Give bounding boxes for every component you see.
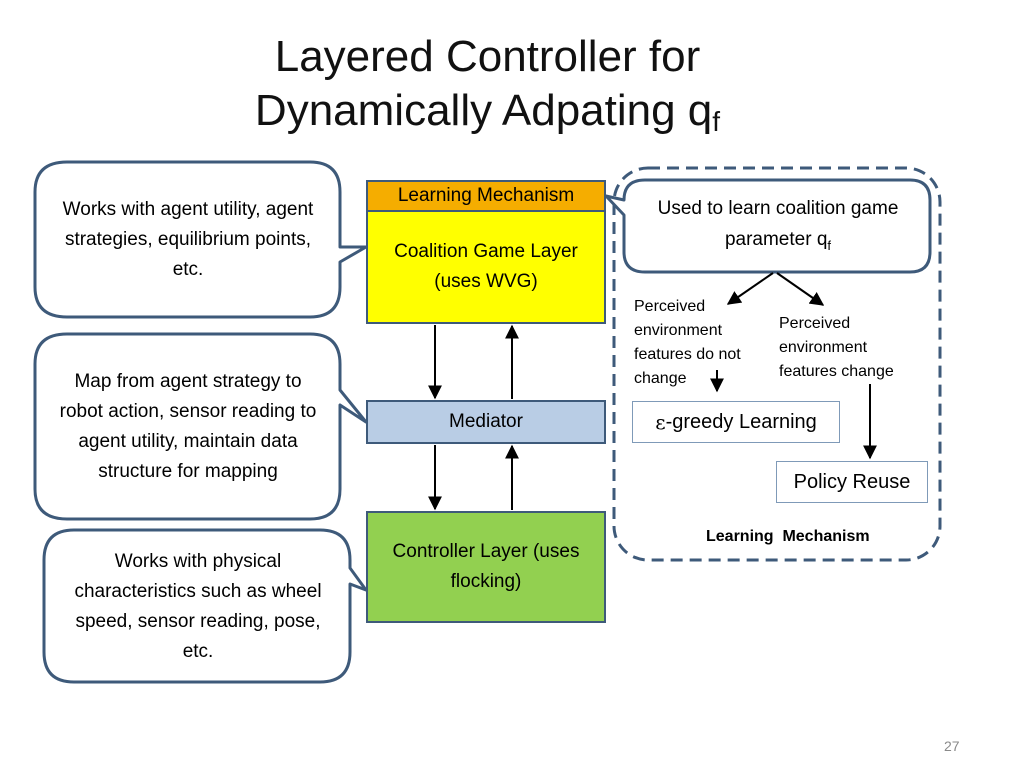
- page-number: 27: [944, 738, 960, 754]
- policy-reuse-box: Policy Reuse: [776, 461, 928, 503]
- coalition-game-layer-label: Coalition Game Layer (uses WVG): [394, 241, 578, 292]
- bubble-agent-utility-text: Works with agent utility, agent strategi…: [62, 199, 314, 280]
- learning-panel-dashed-border: [612, 166, 942, 562]
- mediator-layer-label: Mediator: [449, 411, 523, 432]
- callout-subscript: f: [827, 237, 832, 253]
- bubble-physical: Works with physical characteristics such…: [50, 534, 346, 679]
- bubble-agent-utility: Works with agent utility, agent strategi…: [40, 166, 336, 314]
- arrow-branch-left: [726, 272, 774, 305]
- callout-bubble-shape: [604, 178, 932, 274]
- learning-mechanism-caption: Learning Mechanism: [706, 528, 870, 545]
- bubble-1-shape: [33, 160, 368, 319]
- title-line-2: Dynamically Adpating qf: [0, 84, 975, 138]
- branch-change-label: Perceived environment features change: [779, 315, 894, 380]
- title-line-2-text: Dynamically Adpating q: [254, 86, 713, 135]
- callout-learn-coalition: Used to learn coalition game parameter q…: [630, 184, 926, 270]
- branch-no-change-label: Perceived environment features do not ch…: [634, 298, 741, 387]
- callout-main-text: Used to learn coalition game parameter q: [657, 198, 899, 251]
- bubble-3-shape: [42, 528, 368, 684]
- callout-learn-coalition-text: Used to learn coalition game parameter q…: [646, 193, 910, 261]
- learning-mechanism-bar: Learning Mechanism: [366, 180, 606, 212]
- controller-layer: Controller Layer (uses flocking): [366, 511, 606, 623]
- arrow-branch-right: [776, 272, 825, 306]
- coalition-game-layer: Coalition Game Layer (uses WVG): [366, 210, 606, 324]
- bubble-physical-text: Works with physical characteristics such…: [74, 550, 322, 662]
- policy-reuse-label: Policy Reuse: [793, 470, 911, 493]
- bubble-mapping: Map from agent strategy to robot action,…: [40, 338, 336, 516]
- controller-layer-label: Controller Layer (uses flocking): [392, 541, 580, 592]
- epsilon-symbol: ε: [655, 410, 666, 434]
- bubble-2-shape: [33, 332, 368, 521]
- title-subscript: f: [712, 106, 721, 137]
- bubble-mapping-text: Map from agent strategy to robot action,…: [59, 371, 317, 482]
- mediator-layer: Mediator: [366, 400, 606, 444]
- slide-title: Layered Controller for Dynamically Adpat…: [0, 30, 975, 138]
- title-line-1: Layered Controller for: [274, 32, 701, 81]
- egreedy-learning-box: ε-greedy Learning: [632, 401, 840, 443]
- egreedy-learning-label: -greedy Learning: [665, 410, 817, 433]
- learning-mechanism-bar-label: Learning Mechanism: [397, 185, 575, 206]
